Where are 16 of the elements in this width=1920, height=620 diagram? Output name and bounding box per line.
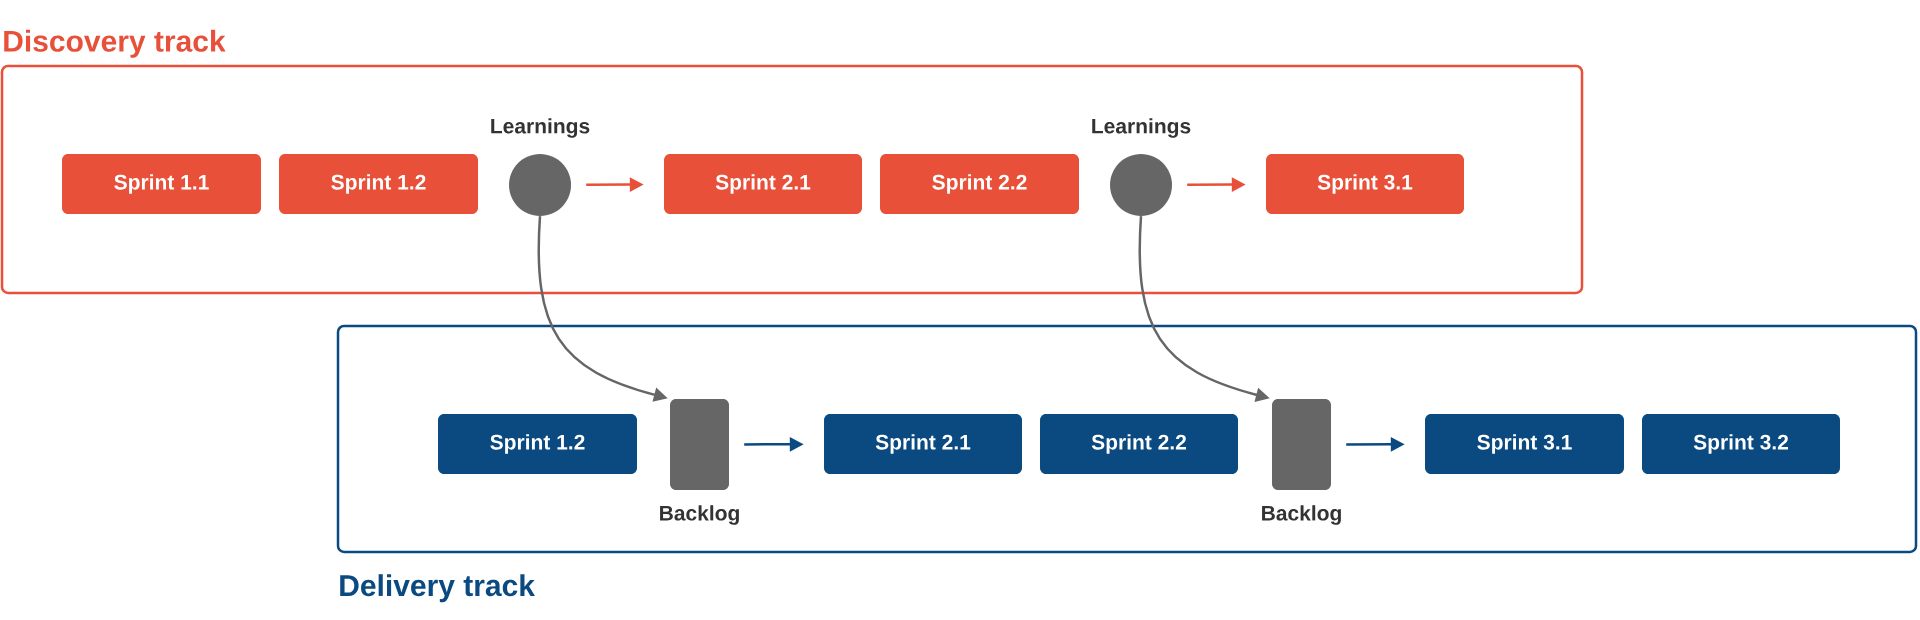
track-heading: Discovery track bbox=[4, 29, 226, 58]
sprint-box: Sprint 1.1 bbox=[62, 154, 261, 214]
sprint-box: Sprint 1.2 bbox=[438, 414, 637, 474]
sprint-box: Sprint 2.2 bbox=[880, 154, 1079, 214]
sprint-box: Sprint 2.2 bbox=[1040, 414, 1238, 474]
learnings-label: Learnings bbox=[491, 118, 590, 138]
sprint-box: Sprint 2.1 bbox=[664, 154, 862, 214]
sprint-box: Sprint 1.2 bbox=[279, 154, 478, 214]
sprint-box: Sprint 3.1 bbox=[1425, 414, 1624, 474]
learnings-label: Learnings bbox=[1092, 118, 1191, 138]
backlog-label: Backlog bbox=[660, 505, 739, 525]
sprint-box: Sprint 2.1 bbox=[824, 414, 1022, 474]
backlog-label: Backlog bbox=[1262, 505, 1341, 525]
sprint-box: Sprint 3.2 bbox=[1642, 414, 1840, 474]
sprint-box: Sprint 3.1 bbox=[1266, 154, 1464, 214]
track-heading: Delivery track bbox=[340, 574, 535, 603]
